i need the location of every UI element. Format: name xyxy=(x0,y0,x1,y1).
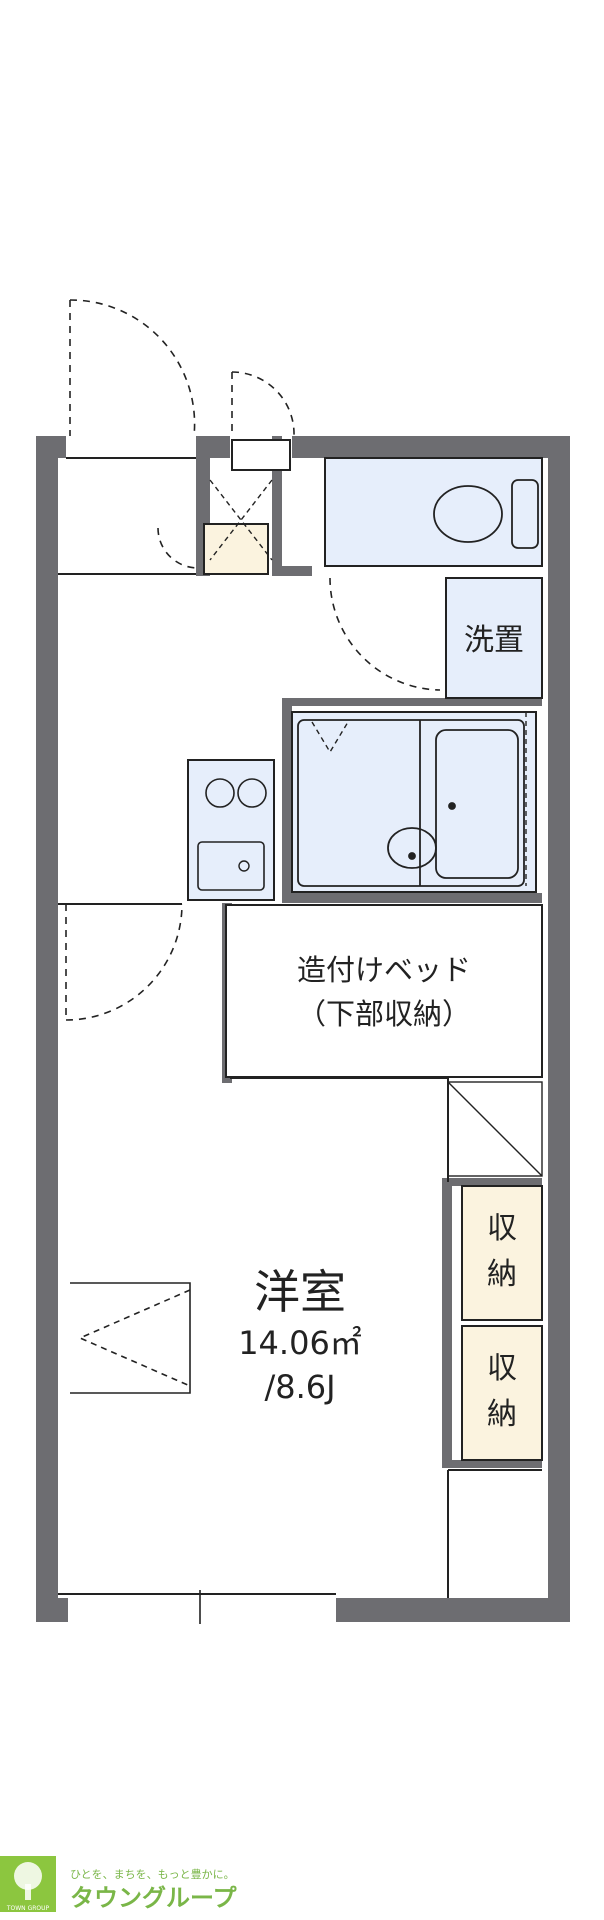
storage-lower-char1: 収 xyxy=(487,1351,517,1386)
main-room-label: 洋室 xyxy=(254,1265,346,1319)
bathtub-icon xyxy=(297,719,525,887)
ac-marker xyxy=(70,1282,191,1394)
bathroom xyxy=(291,711,537,893)
storage-upper-char1: 収 xyxy=(487,1211,517,1246)
storage-lower xyxy=(461,1325,543,1461)
main-room-tatami: /8.6J xyxy=(264,1368,335,1406)
brand-logo: TOWN GROUP ひとを、まちを、もっと豊かに。 タウングループ xyxy=(0,1856,238,1912)
meter-box xyxy=(231,439,291,471)
kitchen-counter xyxy=(187,759,275,901)
toilet-icon xyxy=(433,479,539,549)
door-swings xyxy=(65,299,441,1021)
storage-upper-char2: 納 xyxy=(487,1257,517,1292)
brand-name: タウングループ xyxy=(70,1884,238,1912)
bed-label-line2: （下部収納） xyxy=(297,997,471,1031)
interior-lines xyxy=(58,457,542,1598)
main-room-area: 14.06㎡ xyxy=(238,1324,362,1362)
washroom xyxy=(445,577,543,699)
shoe-box xyxy=(203,523,269,575)
bed-label-line1: 造付けベッド xyxy=(297,953,471,987)
entrance-crossing xyxy=(209,479,273,561)
storage-lower-char2: 納 xyxy=(487,1397,517,1432)
built-in-bed xyxy=(225,904,543,1078)
closet-swing xyxy=(447,1081,543,1177)
brand-sub: TOWN GROUP xyxy=(6,1905,50,1912)
bath-door-swing xyxy=(311,712,537,886)
storage-upper xyxy=(461,1185,543,1321)
brand-tagline: ひとを、まちを、もっと豊かに。 xyxy=(70,1868,235,1881)
outer-walls xyxy=(36,436,570,1622)
washroom-label: 洗置 xyxy=(464,623,524,658)
